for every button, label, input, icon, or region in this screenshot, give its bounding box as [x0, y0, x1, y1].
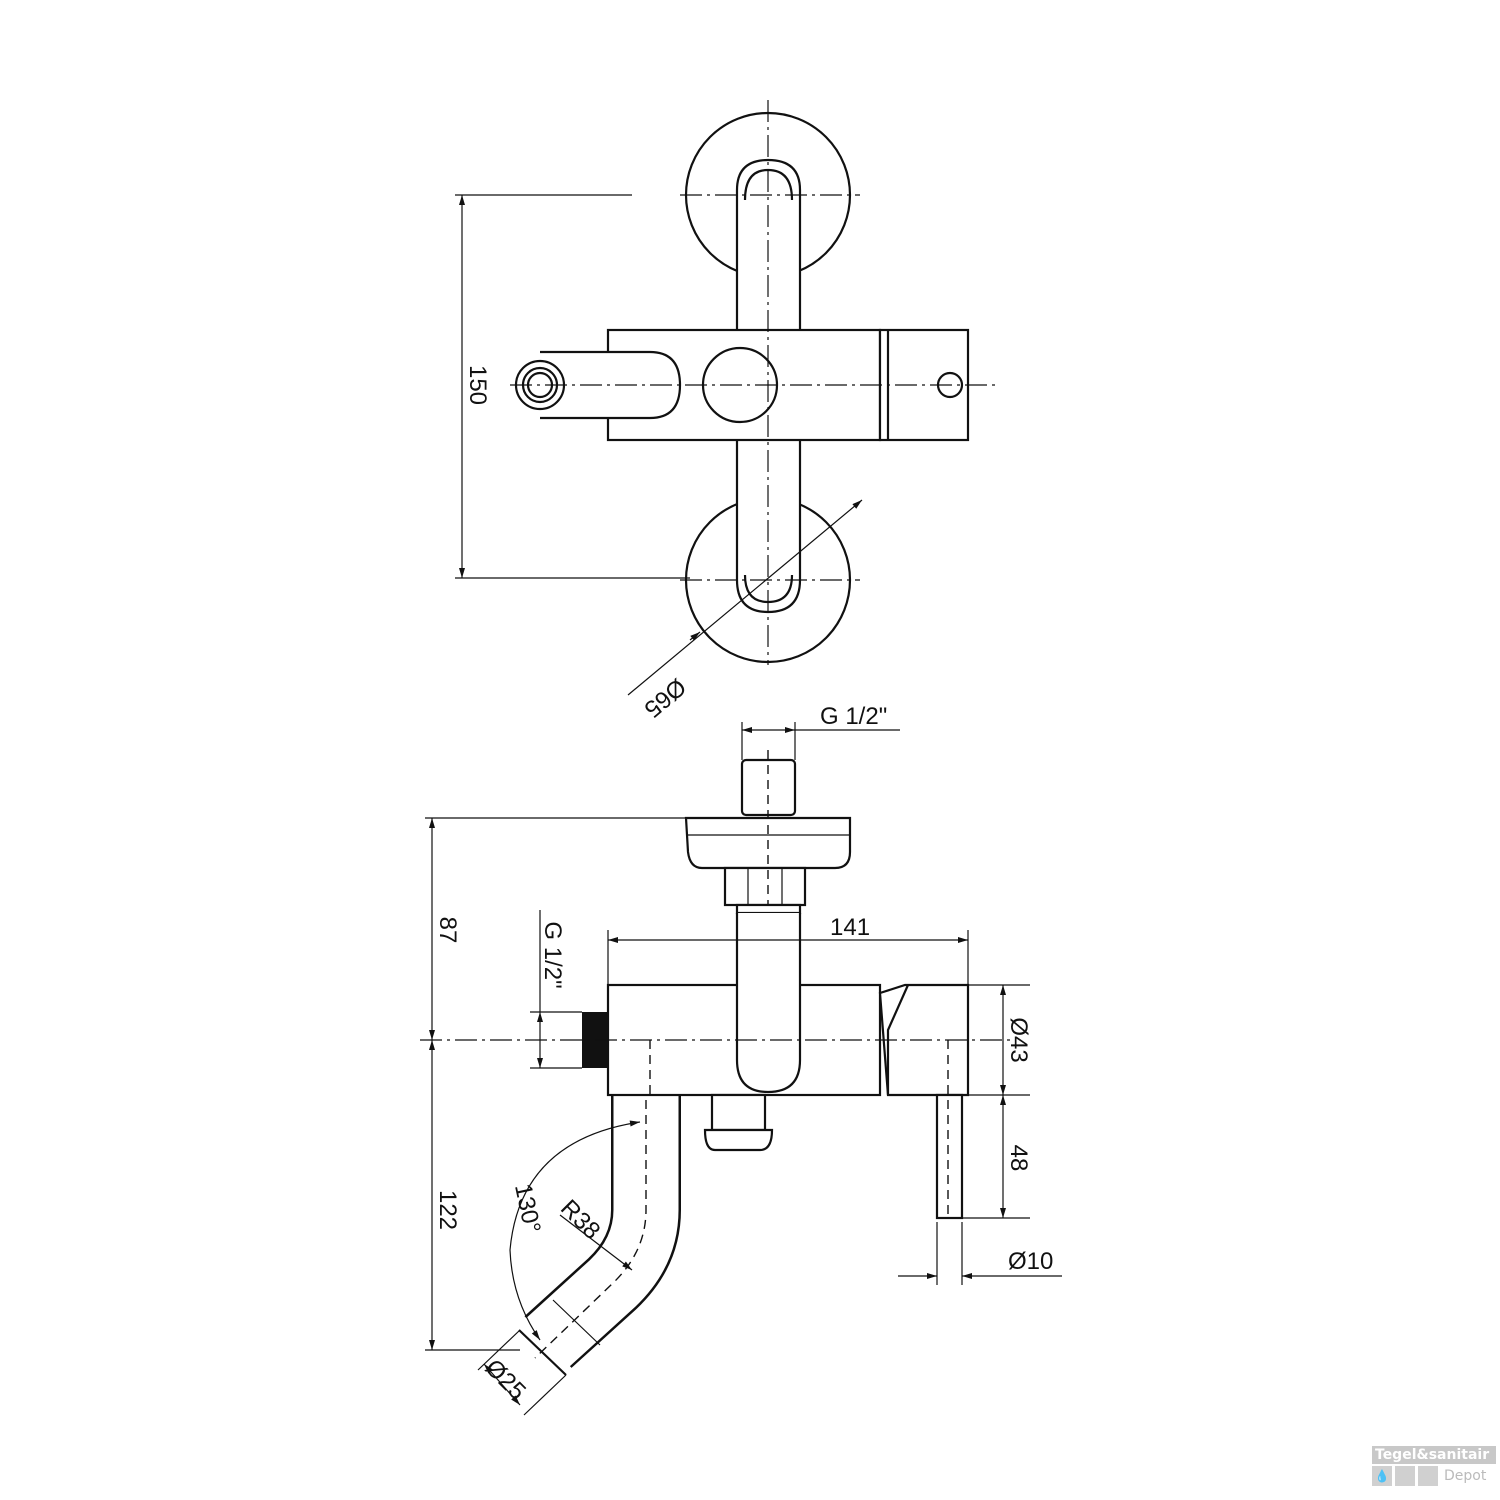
dim-o10: Ø10: [1008, 1248, 1053, 1275]
inlet-pipe-side: [735, 913, 802, 1094]
lever: [935, 1093, 964, 1220]
diverter-side: [710, 1093, 767, 1132]
watermark-logo: Tegel&sanitair 💧 Depot: [1372, 1446, 1496, 1486]
dim-r38: R38: [555, 1195, 605, 1245]
hex-nut: [723, 866, 807, 907]
drop-icon: 💧: [1372, 1466, 1392, 1486]
dim-87: 87: [434, 917, 461, 944]
top-view: 150 Ø65: [455, 100, 995, 723]
dim-outlet-thread: G 1/2": [539, 921, 566, 988]
watermark-sub: Depot: [1444, 1468, 1487, 1484]
dim-141: 141: [830, 914, 870, 941]
dim-inlet-thread: G 1/2": [820, 703, 887, 730]
dim-130-degrees: 130°: [509, 1181, 546, 1235]
side-view: 87 122 G 1/2" 141 Ø43 48 Ø10 G 1/2" 130°…: [420, 703, 1062, 1416]
dim-o43: Ø43: [1005, 1017, 1032, 1062]
dim-150: 150: [464, 365, 491, 405]
watermark-brand: Tegel&sanitair: [1372, 1446, 1496, 1464]
dim-122: 122: [434, 1190, 461, 1230]
dim-48: 48: [1005, 1145, 1032, 1172]
dim-o65: Ø65: [639, 673, 691, 723]
